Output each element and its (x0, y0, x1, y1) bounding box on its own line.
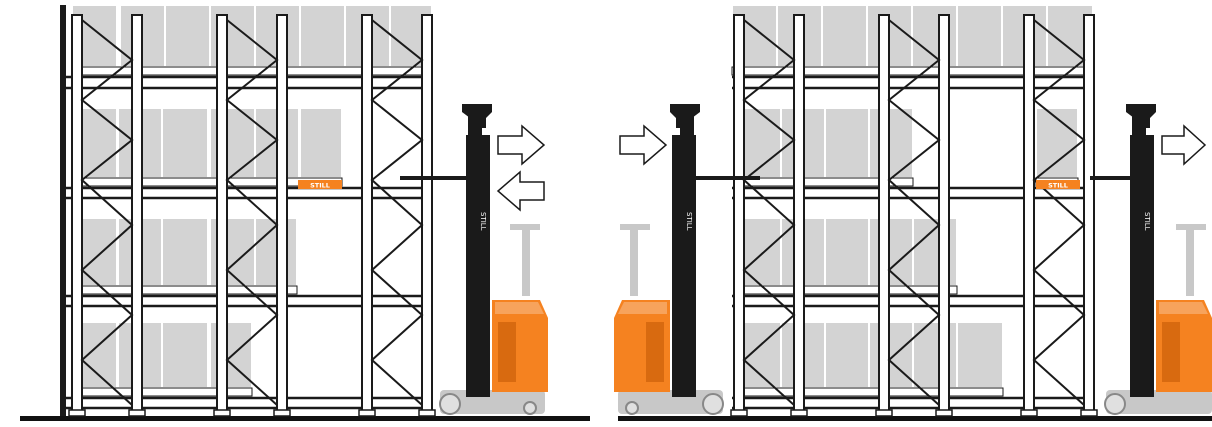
mast-head (462, 104, 492, 128)
truck-body-shade (618, 302, 667, 314)
truck-forks (400, 176, 470, 180)
pallet-brand-label: STILL (1048, 182, 1068, 190)
rack-structure (731, 5, 1097, 416)
goods-box (162, 218, 208, 286)
overhead-guard-post (1186, 226, 1194, 296)
truck-seat (646, 322, 664, 382)
arrow-right-icon (620, 126, 666, 164)
left-panel: STILL STILL (20, 5, 590, 421)
arrow-right-icon (498, 126, 544, 164)
goods-box (165, 5, 210, 67)
truck-body-shade (495, 302, 544, 314)
truck-brand-label: STILL (479, 212, 487, 231)
arrow-right-icon (1162, 126, 1205, 164)
pallet-brand-label: STILL (310, 182, 330, 190)
truck-brand-label: STILL (685, 212, 693, 231)
truck-mast (1130, 135, 1154, 397)
goods-box (300, 5, 345, 67)
truck-wheel (1105, 394, 1125, 414)
goods-box (162, 108, 208, 178)
floor-line (20, 416, 590, 421)
movement-arrows (498, 126, 544, 210)
stored-goods (732, 5, 1093, 388)
mast-head (1126, 104, 1156, 128)
truck-forks (690, 176, 760, 180)
overhead-guard-top (1176, 224, 1206, 230)
truck-wheel (440, 394, 460, 414)
overhead-guard-top (510, 224, 540, 230)
overhead-guard-top (620, 224, 650, 230)
rack-structure (66, 5, 435, 416)
truck-mast (466, 135, 490, 397)
right-panel: STILL STILL (614, 5, 1212, 421)
pallet (72, 67, 432, 75)
truck-wheel (626, 402, 638, 414)
truck-seat (1162, 322, 1180, 382)
base-plates (69, 410, 435, 416)
goods-box (162, 322, 208, 388)
truck-brand-label: STILL (1143, 212, 1151, 231)
still-pallet-tag: STILL (1036, 180, 1080, 190)
truck-mast (672, 135, 696, 397)
truck-body-shade (1159, 302, 1208, 314)
overhead-guard-post (630, 226, 638, 296)
goods-box (300, 108, 342, 178)
arrow-left-icon (498, 172, 544, 210)
pallet (72, 286, 297, 294)
floor-line (618, 416, 1212, 421)
wall (60, 5, 66, 420)
truck-wheel (524, 402, 536, 414)
truck-wheel (703, 394, 723, 414)
truck-seat (498, 322, 516, 382)
overhead-guard-post (522, 226, 530, 296)
base-plates (731, 410, 1097, 416)
mast-head (670, 104, 700, 128)
still-pallet-tag: STILL (298, 180, 342, 190)
stored-goods (72, 5, 432, 388)
